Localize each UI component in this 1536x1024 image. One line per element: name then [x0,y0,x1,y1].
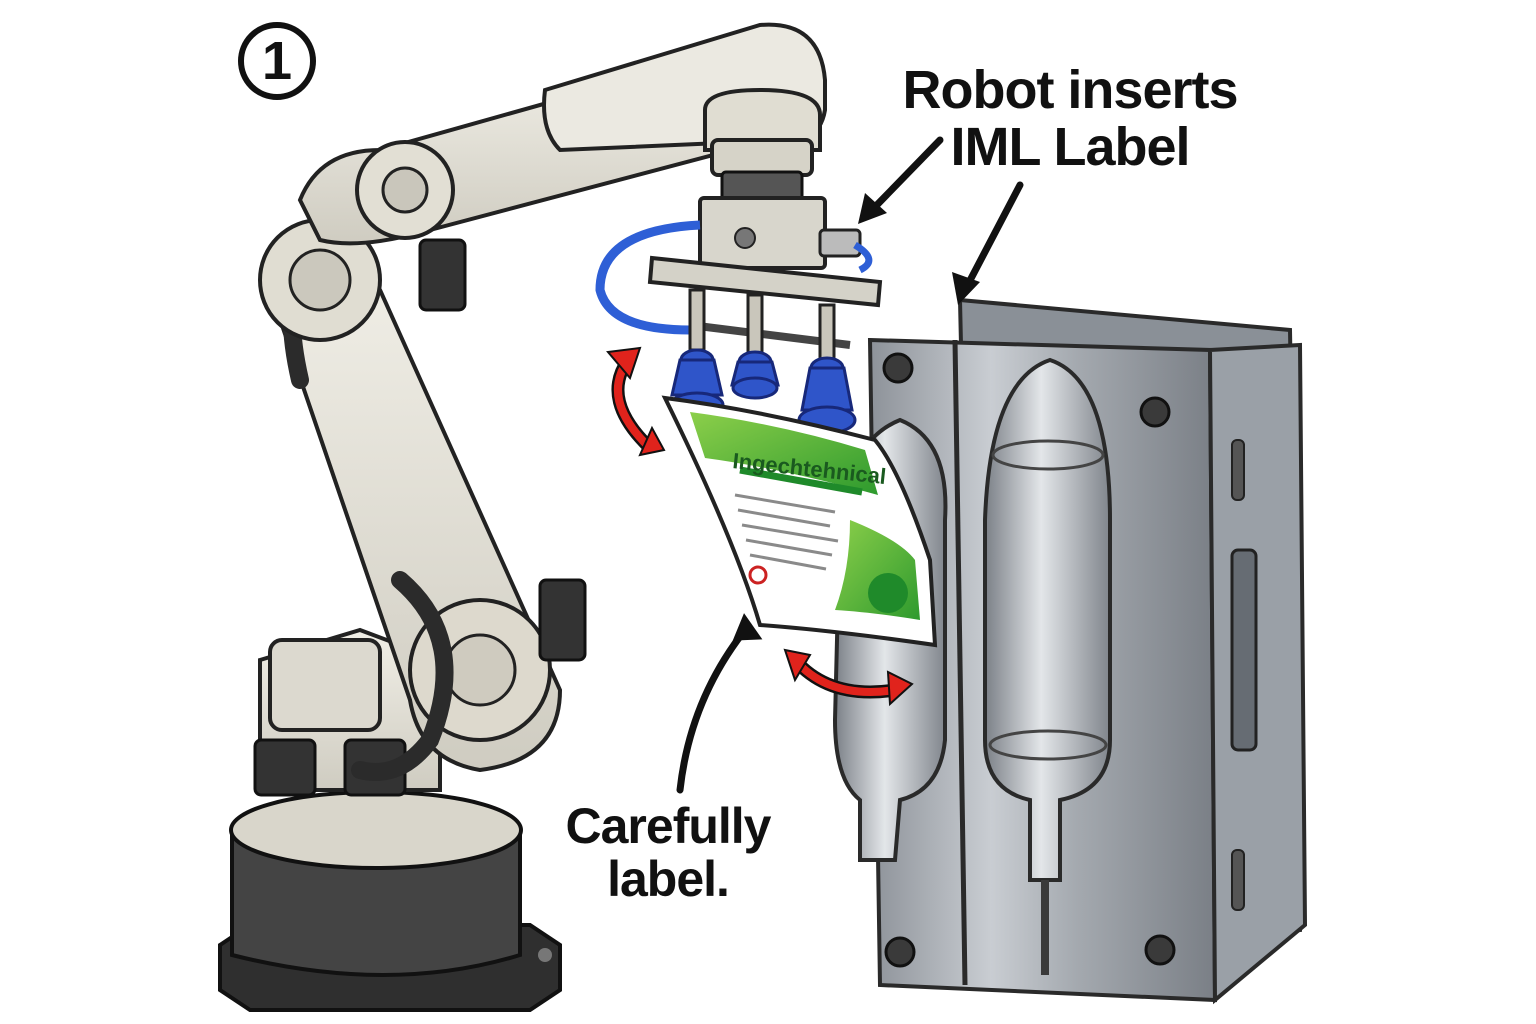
vacuum-gripper-icon [595,196,883,435]
callout-robot-inserts: Robot inserts IML Label [900,62,1240,175]
callout-line: Robot inserts [902,60,1238,120]
injection-mold [832,297,1308,1005]
callout-carefully-label: Carefully label. [548,800,788,905]
step-number-badge: 1 [238,22,316,100]
rotate-arrow-icon [783,648,914,707]
callout-line: label. [607,850,730,907]
robot-arm [218,22,827,1012]
callout-arrows [676,136,1024,794]
callout-line: IML Label [950,116,1190,177]
callout-line: Carefully [565,798,772,854]
iml-label: Ingechtehnical [661,395,938,648]
rotate-arrow-icon [606,346,666,457]
